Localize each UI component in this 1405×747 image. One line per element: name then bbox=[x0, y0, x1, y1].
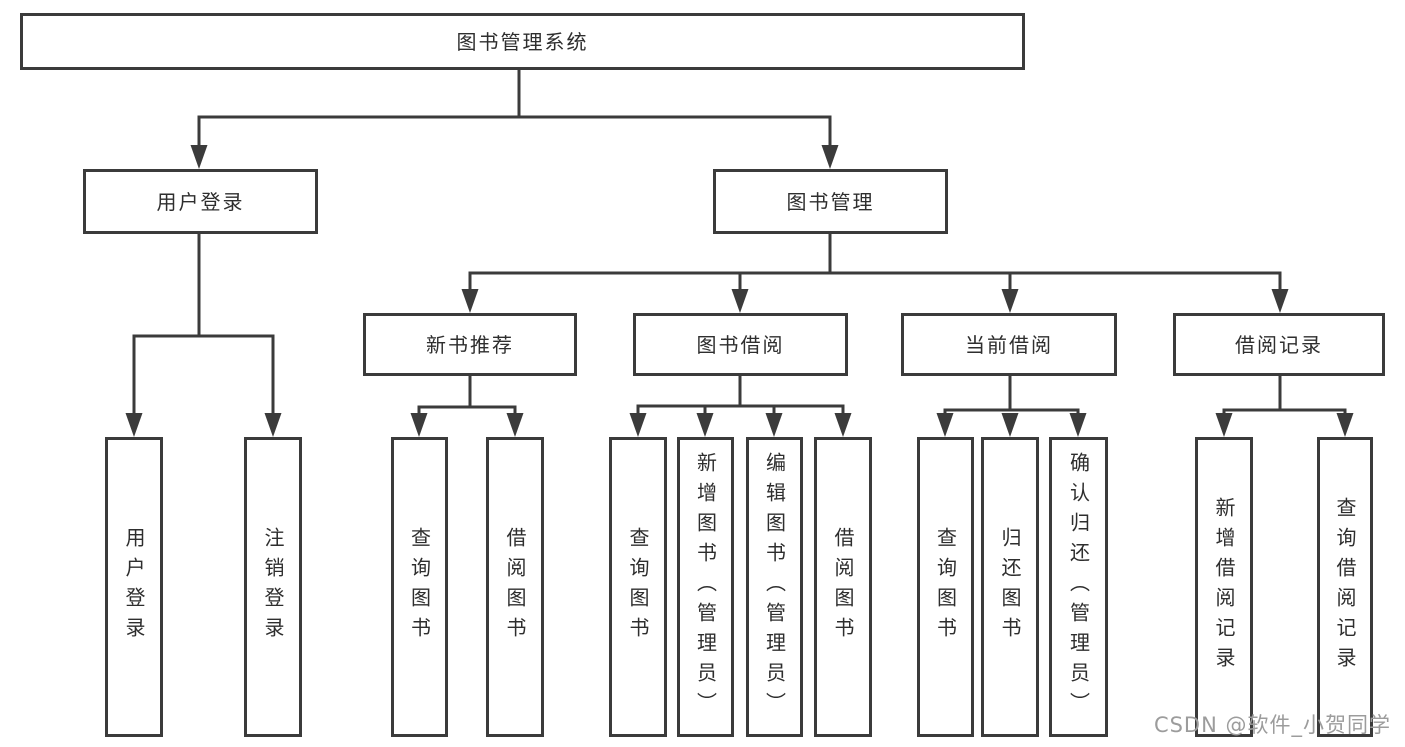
node-bb-borrow-books: 借阅图书 bbox=[814, 437, 872, 737]
node-cb-return-books: 归还图书 bbox=[981, 437, 1039, 737]
node-label: 新增借阅记录 bbox=[1212, 497, 1236, 677]
node-label: 借阅图书 bbox=[503, 527, 527, 647]
node-bb-query-books: 查询图书 bbox=[609, 437, 667, 737]
node-label: 查询图书 bbox=[626, 527, 650, 647]
node-label: 确认归还（管理员） bbox=[1066, 452, 1091, 722]
node-label: 图书管理系统 bbox=[456, 29, 589, 54]
node-nb-borrow-books: 借阅图书 bbox=[486, 437, 544, 737]
node-label: 查询图书 bbox=[933, 527, 958, 647]
node-label: 新书推荐 bbox=[426, 332, 514, 357]
node-label: 编辑图书（管理员） bbox=[762, 452, 787, 722]
node-book-management-module: 图书管理 bbox=[713, 169, 948, 234]
node-library-management-system: 图书管理系统 bbox=[20, 13, 1025, 70]
node-label: 图书管理 bbox=[786, 189, 875, 214]
node-label: 借阅图书 bbox=[831, 527, 855, 647]
node-label: 查询借阅记录 bbox=[1333, 497, 1357, 677]
node-label: 新增图书（管理员） bbox=[693, 452, 718, 722]
node-bb-add-books-admin: 新增图书（管理员） bbox=[677, 437, 734, 737]
node-label: 归还图书 bbox=[998, 527, 1022, 647]
node-book-borrowing: 图书借阅 bbox=[633, 313, 848, 376]
node-user-login-module: 用户登录 bbox=[83, 169, 318, 234]
node-br-query-record: 查询借阅记录 bbox=[1317, 437, 1373, 737]
node-label: 注销登录 bbox=[261, 527, 285, 647]
node-new-book-recommend: 新书推荐 bbox=[363, 313, 577, 376]
node-label: 用户登录 bbox=[156, 189, 245, 214]
node-borrowing-records: 借阅记录 bbox=[1173, 313, 1385, 376]
node-br-add-record: 新增借阅记录 bbox=[1195, 437, 1253, 737]
node-current-borrowing: 当前借阅 bbox=[901, 313, 1117, 376]
node-bb-edit-books-admin: 编辑图书（管理员） bbox=[746, 437, 803, 737]
node-label: 查询图书 bbox=[407, 527, 432, 647]
node-user-login-leaf: 用户登录 bbox=[105, 437, 163, 737]
node-cb-confirm-return-admin: 确认归还（管理员） bbox=[1049, 437, 1108, 737]
node-nb-query-books: 查询图书 bbox=[391, 437, 448, 737]
node-label: 当前借阅 bbox=[965, 332, 1053, 357]
node-logout: 注销登录 bbox=[244, 437, 302, 737]
node-label: 借阅记录 bbox=[1235, 332, 1323, 357]
node-label: 图书借阅 bbox=[696, 332, 785, 357]
node-cb-query-books: 查询图书 bbox=[917, 437, 974, 737]
node-label: 用户登录 bbox=[122, 527, 146, 647]
